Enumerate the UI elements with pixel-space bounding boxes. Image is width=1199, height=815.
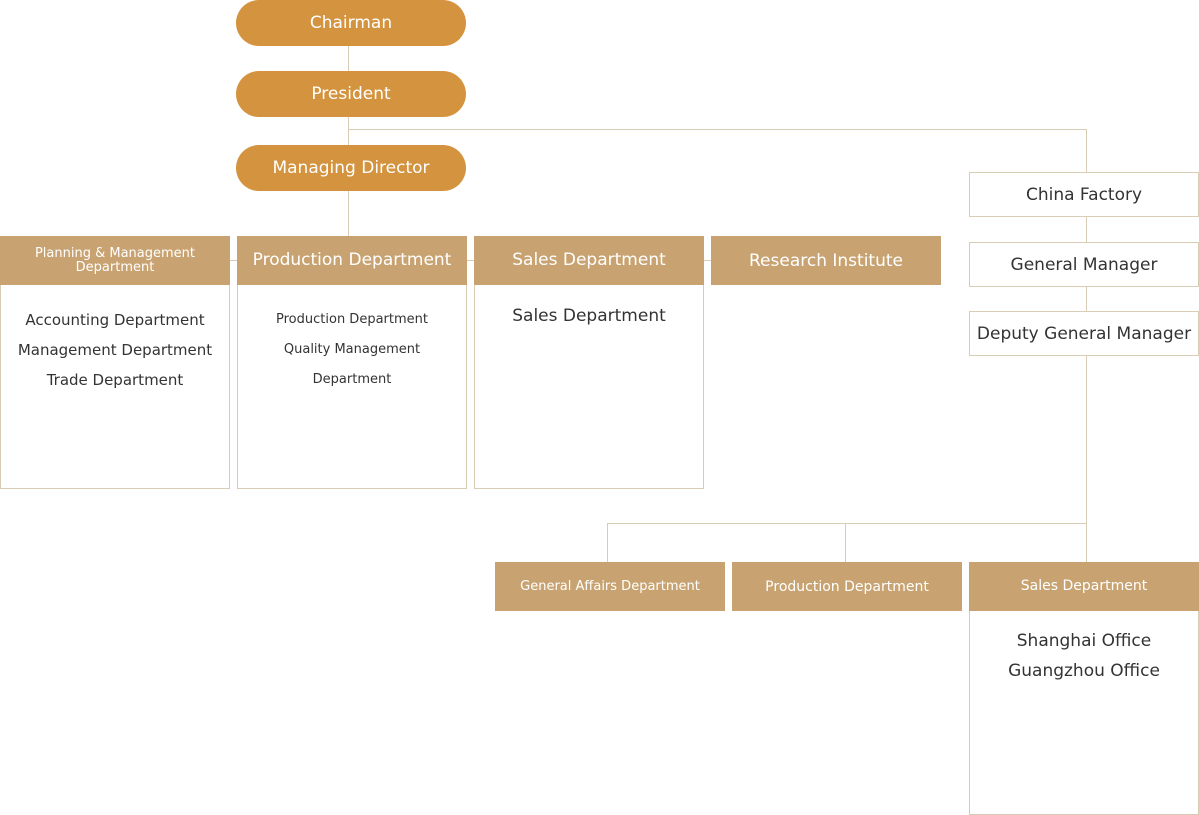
connector-general-affairs xyxy=(607,523,608,562)
china-factory-node: China Factory xyxy=(969,172,1199,217)
dept-production-header: Production Department xyxy=(237,236,467,285)
dept-sales-title: Sales Department xyxy=(512,249,666,270)
connector-subdepts-h xyxy=(607,523,1087,524)
connector-president-md xyxy=(348,117,349,145)
china-item-shanghai-office: Shanghai Office xyxy=(1016,631,1152,651)
dept-research-institute: Research Institute xyxy=(711,236,941,285)
general-manager-label: General Manager xyxy=(1010,254,1158,275)
dept-research-institute-title: Research Institute xyxy=(749,250,903,271)
president-node: President xyxy=(236,71,466,117)
connector-gm-dgm xyxy=(1086,286,1087,311)
chairman-label: Chairman xyxy=(309,13,393,33)
china-sales-header: Sales Department xyxy=(969,562,1199,611)
china-sales-body: Shanghai Office Guangzhou Office xyxy=(969,611,1199,815)
dept-sales: Sales Department Sales Department xyxy=(474,236,704,489)
connector-dgm-subdepts xyxy=(1086,355,1087,562)
deputy-general-manager-node: Deputy General Manager xyxy=(969,311,1199,356)
managing-director-node: Managing Director xyxy=(236,145,466,191)
president-label: President xyxy=(311,84,391,104)
connector-md-departments xyxy=(348,191,349,236)
china-factory-label: China Factory xyxy=(1025,184,1143,205)
chairman-node: Chairman xyxy=(236,0,466,46)
china-general-affairs-dept: General Affairs Department xyxy=(495,562,725,611)
dept-item-trade: Trade Department xyxy=(46,371,184,389)
dept-sales-header: Sales Department xyxy=(474,236,704,285)
dept-production-title: Production Department xyxy=(252,249,452,270)
china-production-title: Production Department xyxy=(765,578,929,595)
connector-president-china-h xyxy=(348,129,1087,130)
managing-director-label: Managing Director xyxy=(272,158,430,178)
china-production-dept: Production Department xyxy=(732,562,962,611)
china-sales-dept: Sales Department Shanghai Office Guangzh… xyxy=(969,562,1199,815)
connector-factory-gm xyxy=(1086,216,1087,242)
china-general-affairs-title: General Affairs Department xyxy=(520,579,700,594)
china-sales-title: Sales Department xyxy=(1020,578,1148,595)
dept-item-quality-management-cont: Department xyxy=(312,372,392,387)
connector-departments-row xyxy=(230,260,711,261)
dept-production: Production Department Production Departm… xyxy=(237,236,467,489)
dept-item-management: Management Department xyxy=(17,341,213,359)
dept-production-body: Production Department Quality Management… xyxy=(237,285,467,489)
dept-item-sales: Sales Department xyxy=(512,306,666,326)
dept-planning-management-body: Accounting Department Management Departm… xyxy=(0,285,230,489)
connector-china-production xyxy=(845,523,846,562)
general-manager-node: General Manager xyxy=(969,242,1199,287)
dept-planning-management-title: Planning & Management Department xyxy=(34,245,196,275)
dept-planning-management: Planning & Management Department Account… xyxy=(0,236,230,489)
dept-item-production: Production Department xyxy=(276,312,428,327)
dept-planning-management-header: Planning & Management Department xyxy=(0,236,230,285)
china-item-guangzhou-office: Guangzhou Office xyxy=(1008,661,1160,681)
connector-chairman-president xyxy=(348,46,349,71)
deputy-general-manager-label: Deputy General Manager xyxy=(976,323,1192,344)
dept-sales-body: Sales Department xyxy=(474,285,704,489)
dept-item-accounting: Accounting Department xyxy=(25,311,205,329)
connector-president-china-v xyxy=(1086,129,1087,172)
dept-item-quality-management: Quality Management xyxy=(283,342,421,357)
